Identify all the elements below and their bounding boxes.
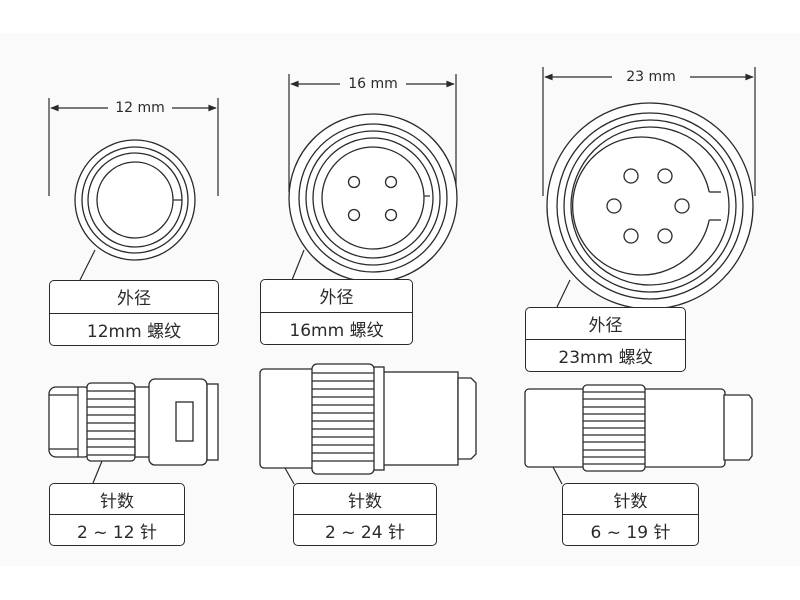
dimension-label-12mm: 12 mm	[111, 100, 169, 116]
outer-diameter-label: 外径	[588, 316, 623, 336]
leader-line	[552, 466, 563, 485]
pin-count-title: 针数	[613, 491, 648, 512]
pin-count-callout-12mm: 针数 2 ~ 12 针	[49, 483, 185, 546]
pin-hole	[657, 168, 673, 184]
thread-callout-16mm: 外径 16mm 螺纹	[260, 279, 413, 345]
leader-line	[79, 249, 96, 281]
pin-hole	[606, 198, 622, 214]
side-view-16mm	[259, 363, 477, 485]
pin-hole	[657, 228, 673, 244]
pin-hole	[623, 168, 639, 184]
pin-hole	[347, 175, 361, 189]
pin-hole	[623, 228, 639, 244]
thread-callout-12mm: 外径 12mm 螺纹	[49, 280, 219, 346]
leader-line	[92, 460, 103, 484]
side-view-23mm	[524, 384, 753, 485]
dimension-label-23mm: 23 mm	[622, 69, 680, 85]
thread-size-label: 16mm 螺纹	[261, 311, 412, 345]
pin-hole	[674, 198, 690, 214]
pin-count-callout-16mm: 针数 2 ~ 24 针	[293, 483, 437, 546]
pin-count-range: 2 ~ 24 针	[294, 514, 436, 545]
pin-hole	[384, 208, 398, 222]
thread-size-label: 23mm 螺纹	[526, 339, 685, 371]
outer-diameter-label: 外径	[117, 289, 151, 310]
leader-line	[556, 279, 571, 308]
leader-line	[291, 249, 305, 281]
side-view-12mm	[48, 378, 219, 484]
dimension-label-16mm: 16 mm	[344, 76, 402, 92]
pin-hole	[347, 208, 361, 222]
face-view-23mm	[542, 67, 756, 310]
face-view-16mm	[288, 74, 458, 283]
thread-size-label: 12mm 螺纹	[50, 312, 218, 346]
face-view-12mm	[48, 98, 219, 281]
pin-hole	[384, 175, 398, 189]
pin-count-callout-23mm: 针数 6 ~ 19 针	[562, 483, 699, 546]
pin-count-title: 针数	[348, 491, 382, 512]
outer-diameter-label: 外径	[319, 288, 354, 309]
pin-count-title: 针数	[100, 491, 134, 512]
pin-count-range: 6 ~ 19 针	[563, 514, 698, 545]
leader-line	[284, 467, 295, 485]
pin-count-range: 2 ~ 12 针	[50, 514, 184, 545]
thread-callout-23mm: 外径 23mm 螺纹	[525, 307, 686, 372]
